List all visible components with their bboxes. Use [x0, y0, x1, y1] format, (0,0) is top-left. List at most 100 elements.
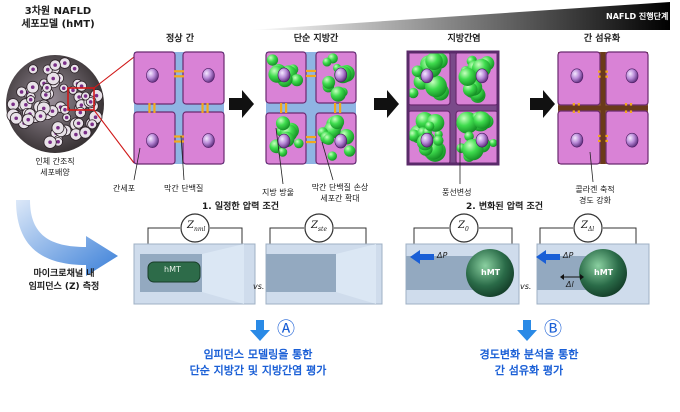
model-caption: 인체 간조직 세포배양	[35, 157, 75, 177]
lipid-droplet	[411, 65, 424, 77]
result-a-marker: Ⓐ	[277, 319, 295, 340]
stage-steatohepatitis-panel	[406, 50, 500, 166]
label-z-ste: Zste	[311, 220, 327, 233]
result-a-text: 임피던스 모델링을 통한 단순 지방간 및 지방간염 평가	[189, 348, 327, 377]
tight-junction	[174, 70, 184, 73]
lipid-droplet	[408, 87, 419, 99]
result-arrow-a	[250, 320, 270, 341]
lipid-droplet	[425, 52, 443, 71]
variable-pressure-setup	[413, 227, 637, 244]
label-z-delta: ZΔl	[581, 220, 595, 233]
lipid-droplet	[323, 133, 335, 145]
delta-l-label: Δl	[566, 280, 574, 289]
tight-junction	[174, 135, 184, 138]
cell-nucleus	[625, 132, 639, 148]
cell-nucleus	[334, 67, 348, 83]
impedance-meter-zdl	[573, 213, 603, 243]
lipid-droplet	[408, 129, 420, 142]
nafld-stage-label: NAFLD 진행단계	[606, 12, 669, 21]
constant-pressure-setup	[147, 227, 367, 244]
tight-junction	[201, 103, 204, 113]
nafld-progress-wedge	[250, 2, 670, 30]
lipid-droplet	[275, 116, 291, 131]
cell-nucleus	[146, 133, 159, 148]
microchannel-ste	[265, 243, 383, 305]
pressure-arrow	[410, 250, 434, 264]
lipid-droplet	[327, 151, 337, 161]
hmt-label-2: hMT	[481, 268, 501, 277]
lipid-droplet	[425, 121, 435, 131]
hmt-label-3: hMT	[594, 268, 614, 277]
tight-junction	[206, 103, 209, 113]
tight-junction	[306, 74, 316, 78]
microchannel-nml	[133, 243, 256, 305]
tight-junction	[306, 140, 316, 144]
lipid-droplet	[343, 145, 356, 157]
label-lipid-droplet: 지방 방울	[262, 188, 294, 197]
progress-arrow	[374, 90, 399, 118]
result-arrow-b	[517, 320, 537, 341]
impedance-meter-ste	[304, 213, 334, 243]
lipid-droplet	[330, 86, 346, 102]
stage-title-steatohepatitis: 지방간염	[447, 34, 481, 44]
cell-nucleus	[334, 133, 348, 149]
tight-junction	[306, 69, 316, 73]
cell-nucleus	[420, 132, 434, 148]
lipid-droplet	[322, 57, 332, 67]
lipid-droplet	[433, 135, 444, 146]
stage-title-fibrosis: 간 섬유화	[583, 34, 621, 44]
tight-junction	[339, 103, 342, 113]
tight-junction	[153, 103, 156, 113]
lipid-droplet	[489, 138, 498, 148]
label-hepatocyte: 간세포	[113, 184, 136, 193]
cell-nucleus	[277, 67, 291, 83]
label-collagen: 콜라겐 축적 경도 강화	[575, 185, 615, 205]
tight-junction	[334, 103, 337, 113]
tight-junction	[306, 135, 316, 139]
cell-nucleus	[570, 68, 584, 84]
lipid-droplet	[329, 114, 345, 130]
tight-junction	[280, 103, 283, 113]
pressure-arrow	[536, 250, 560, 264]
measurement-arrow	[16, 200, 118, 276]
vs-label-2: vs.	[520, 282, 532, 291]
lipid-droplet	[322, 75, 336, 89]
vs-label-1: vs.	[253, 282, 265, 291]
cell-nucleus	[475, 132, 489, 148]
microchannel-zdl	[536, 243, 650, 305]
cell-nucleus	[625, 68, 639, 84]
progress-arrow	[229, 90, 254, 118]
progress-arrow	[530, 90, 555, 118]
cell-nucleus	[202, 68, 215, 83]
lipid-droplet	[293, 138, 304, 149]
stage-steatosis-panel	[265, 51, 357, 165]
delta-p-label-1: ΔP	[437, 251, 448, 260]
lipid-droplet	[278, 147, 288, 157]
lipid-droplet	[458, 67, 477, 86]
stage-fibrosis-panel	[557, 51, 649, 165]
tight-junction	[285, 103, 288, 113]
label-tight-junction: 막간 단백질	[164, 184, 204, 193]
condition-1-title: 1. 일정한 압력 조건	[202, 202, 280, 212]
stage-title-steatosis: 단순 지방간	[293, 34, 339, 44]
stage-normal-panel	[133, 51, 225, 165]
stage-title-normal: 정상 간	[166, 34, 194, 44]
impedance-meter-nml	[180, 213, 210, 243]
label-junction-damage: 막간 단백질 손상 세포간 확대	[311, 183, 369, 203]
lipid-droplet	[290, 74, 304, 87]
label-z-nml: Znml	[187, 220, 206, 233]
zoom-box	[67, 87, 95, 111]
condition-2-title: 2. 변화된 압력 조건	[466, 202, 544, 212]
impedance-meter-z0	[449, 213, 479, 243]
cell-nucleus	[277, 133, 291, 149]
label-z0: Z0	[458, 220, 469, 233]
annotation-leaders	[133, 127, 594, 185]
microchannel-z0	[405, 243, 520, 305]
tight-junction	[174, 75, 184, 78]
cell-nucleus	[475, 68, 489, 84]
result-b-marker: Ⓑ	[544, 319, 562, 340]
tight-junction	[148, 103, 151, 113]
microchannel-label: 마이크로채널 내 임피던스 (Z) 측정	[28, 269, 100, 292]
model-title: 3차원 NAFLD 세포모델 (hMT)	[21, 6, 95, 30]
